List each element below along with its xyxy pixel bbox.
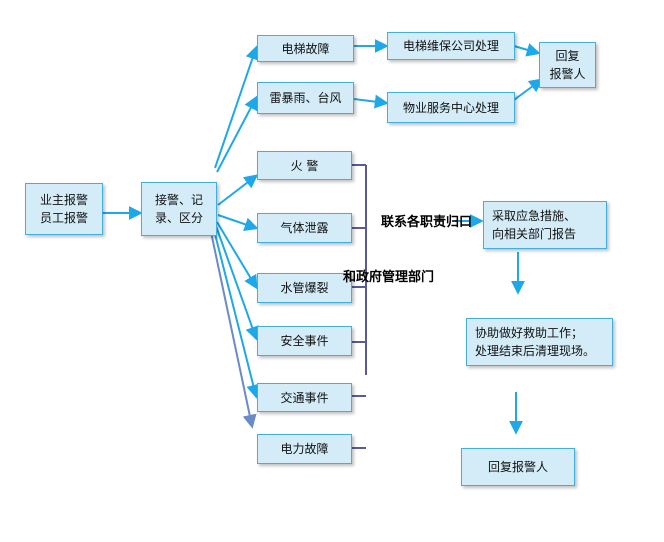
assist-box: 协助做好救助工作； 处理结束后清理现场。 — [466, 318, 613, 366]
safety-box: 安全事件 — [257, 326, 352, 356]
receive-box: 接警、记 录、区分 — [141, 182, 217, 236]
gas-box: 气体泄露 — [257, 213, 352, 243]
arrow-to-fire — [217, 174, 259, 206]
report-source-box: 业主报警 员工报警 — [25, 183, 103, 235]
elevator-box: 电梯故障 — [257, 35, 354, 62]
power-text: 电力故障 — [280, 442, 329, 456]
report-source-text: 业主报警 员工报警 — [39, 193, 88, 225]
arrow-to-storm — [216, 95, 258, 173]
emergency-text: 采取应急措施、 向相关部门报告 — [492, 209, 577, 241]
reply-top-box: 回复 报警人 — [539, 42, 596, 88]
assist-text: 协助做好救助工作； 处理结束后清理现场。 — [475, 326, 596, 358]
arrow-center-reply — [513, 78, 544, 101]
arrow-storm-center — [353, 94, 389, 109]
power-box: 电力故障 — [257, 434, 352, 464]
liaison-label: 联系各职责归口 — [381, 215, 473, 230]
fire-text: 火 警 — [290, 158, 319, 173]
pipe-box: 水管爆裂 — [257, 273, 352, 303]
arrow-to-elevator — [214, 45, 260, 169]
property-center-box: 物业服务中心处理 — [387, 92, 515, 123]
reply-bottom-box: 回复报警人 — [461, 448, 575, 486]
reply-top-text: 回复 报警人 — [549, 49, 586, 81]
traffic-box: 交通事件 — [257, 383, 352, 412]
fire-box: 火 警 — [257, 151, 352, 180]
traffic-text: 交通事件 — [280, 390, 329, 405]
elevator-company-text: 电梯维保公司处理 — [402, 39, 499, 53]
elevator-text: 电梯故障 — [281, 41, 330, 56]
pipe-text: 水管爆裂 — [280, 281, 329, 295]
property-center-text: 物业服务中心处理 — [402, 100, 499, 115]
reply-bottom-text: 回复报警人 — [487, 460, 548, 474]
merge-bracket — [352, 164, 367, 449]
storm-text: 雷暴雨、台风 — [269, 91, 342, 105]
safety-text: 安全事件 — [280, 334, 329, 348]
gas-text: 气体泄露 — [280, 221, 329, 235]
arrow-to-power — [210, 231, 257, 429]
arrow-to-pipe — [216, 221, 258, 290]
emergency-box: 采取应急措施、 向相关部门报告 — [483, 201, 607, 249]
arrow-company-reply — [513, 43, 541, 57]
arrow-to-safety — [215, 225, 259, 341]
receive-text: 接警、记 录、区分 — [154, 193, 203, 225]
arrow-to-traffic — [213, 229, 261, 399]
storm-box: 雷暴雨、台风 — [257, 82, 354, 114]
elevator-company-box: 电梯维保公司处理 — [387, 32, 515, 60]
arrow-to-gas — [217, 214, 259, 231]
gov-label: 和政府管理部门 — [343, 270, 435, 285]
